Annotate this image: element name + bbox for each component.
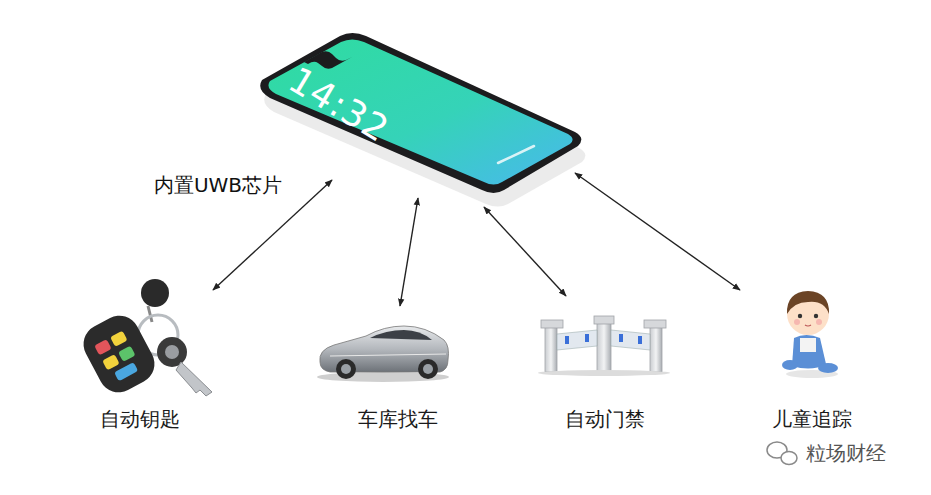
use-case-node: 自动钥匙 — [65, 280, 215, 434]
use-case-node: 儿童追踪 — [737, 285, 887, 434]
annotation-label: 内置UWB芯片 — [154, 172, 282, 199]
screen-time: 14:32 — [282, 59, 396, 150]
key-illustration — [76, 279, 212, 399]
wechat-icon — [767, 442, 797, 465]
node-label: 车库找车 — [358, 406, 438, 434]
watermark: 粒场财经 — [806, 440, 886, 467]
use-case-node: 车库找车 — [328, 300, 468, 434]
node-label: 自动门禁 — [565, 406, 645, 434]
phone-node: 14:32 — [255, 25, 580, 197]
child-illustration — [782, 291, 838, 378]
double-arrow — [575, 173, 740, 290]
car-illustration — [317, 326, 449, 382]
use-case-node: 自动门禁 — [535, 290, 675, 434]
node-label: 自动钥匙 — [100, 406, 180, 434]
double-arrow — [400, 198, 418, 306]
double-arrow — [484, 207, 566, 296]
phone-illustration — [260, 33, 585, 207]
gate-illustration — [538, 316, 670, 376]
node-label: 儿童追踪 — [772, 406, 852, 434]
